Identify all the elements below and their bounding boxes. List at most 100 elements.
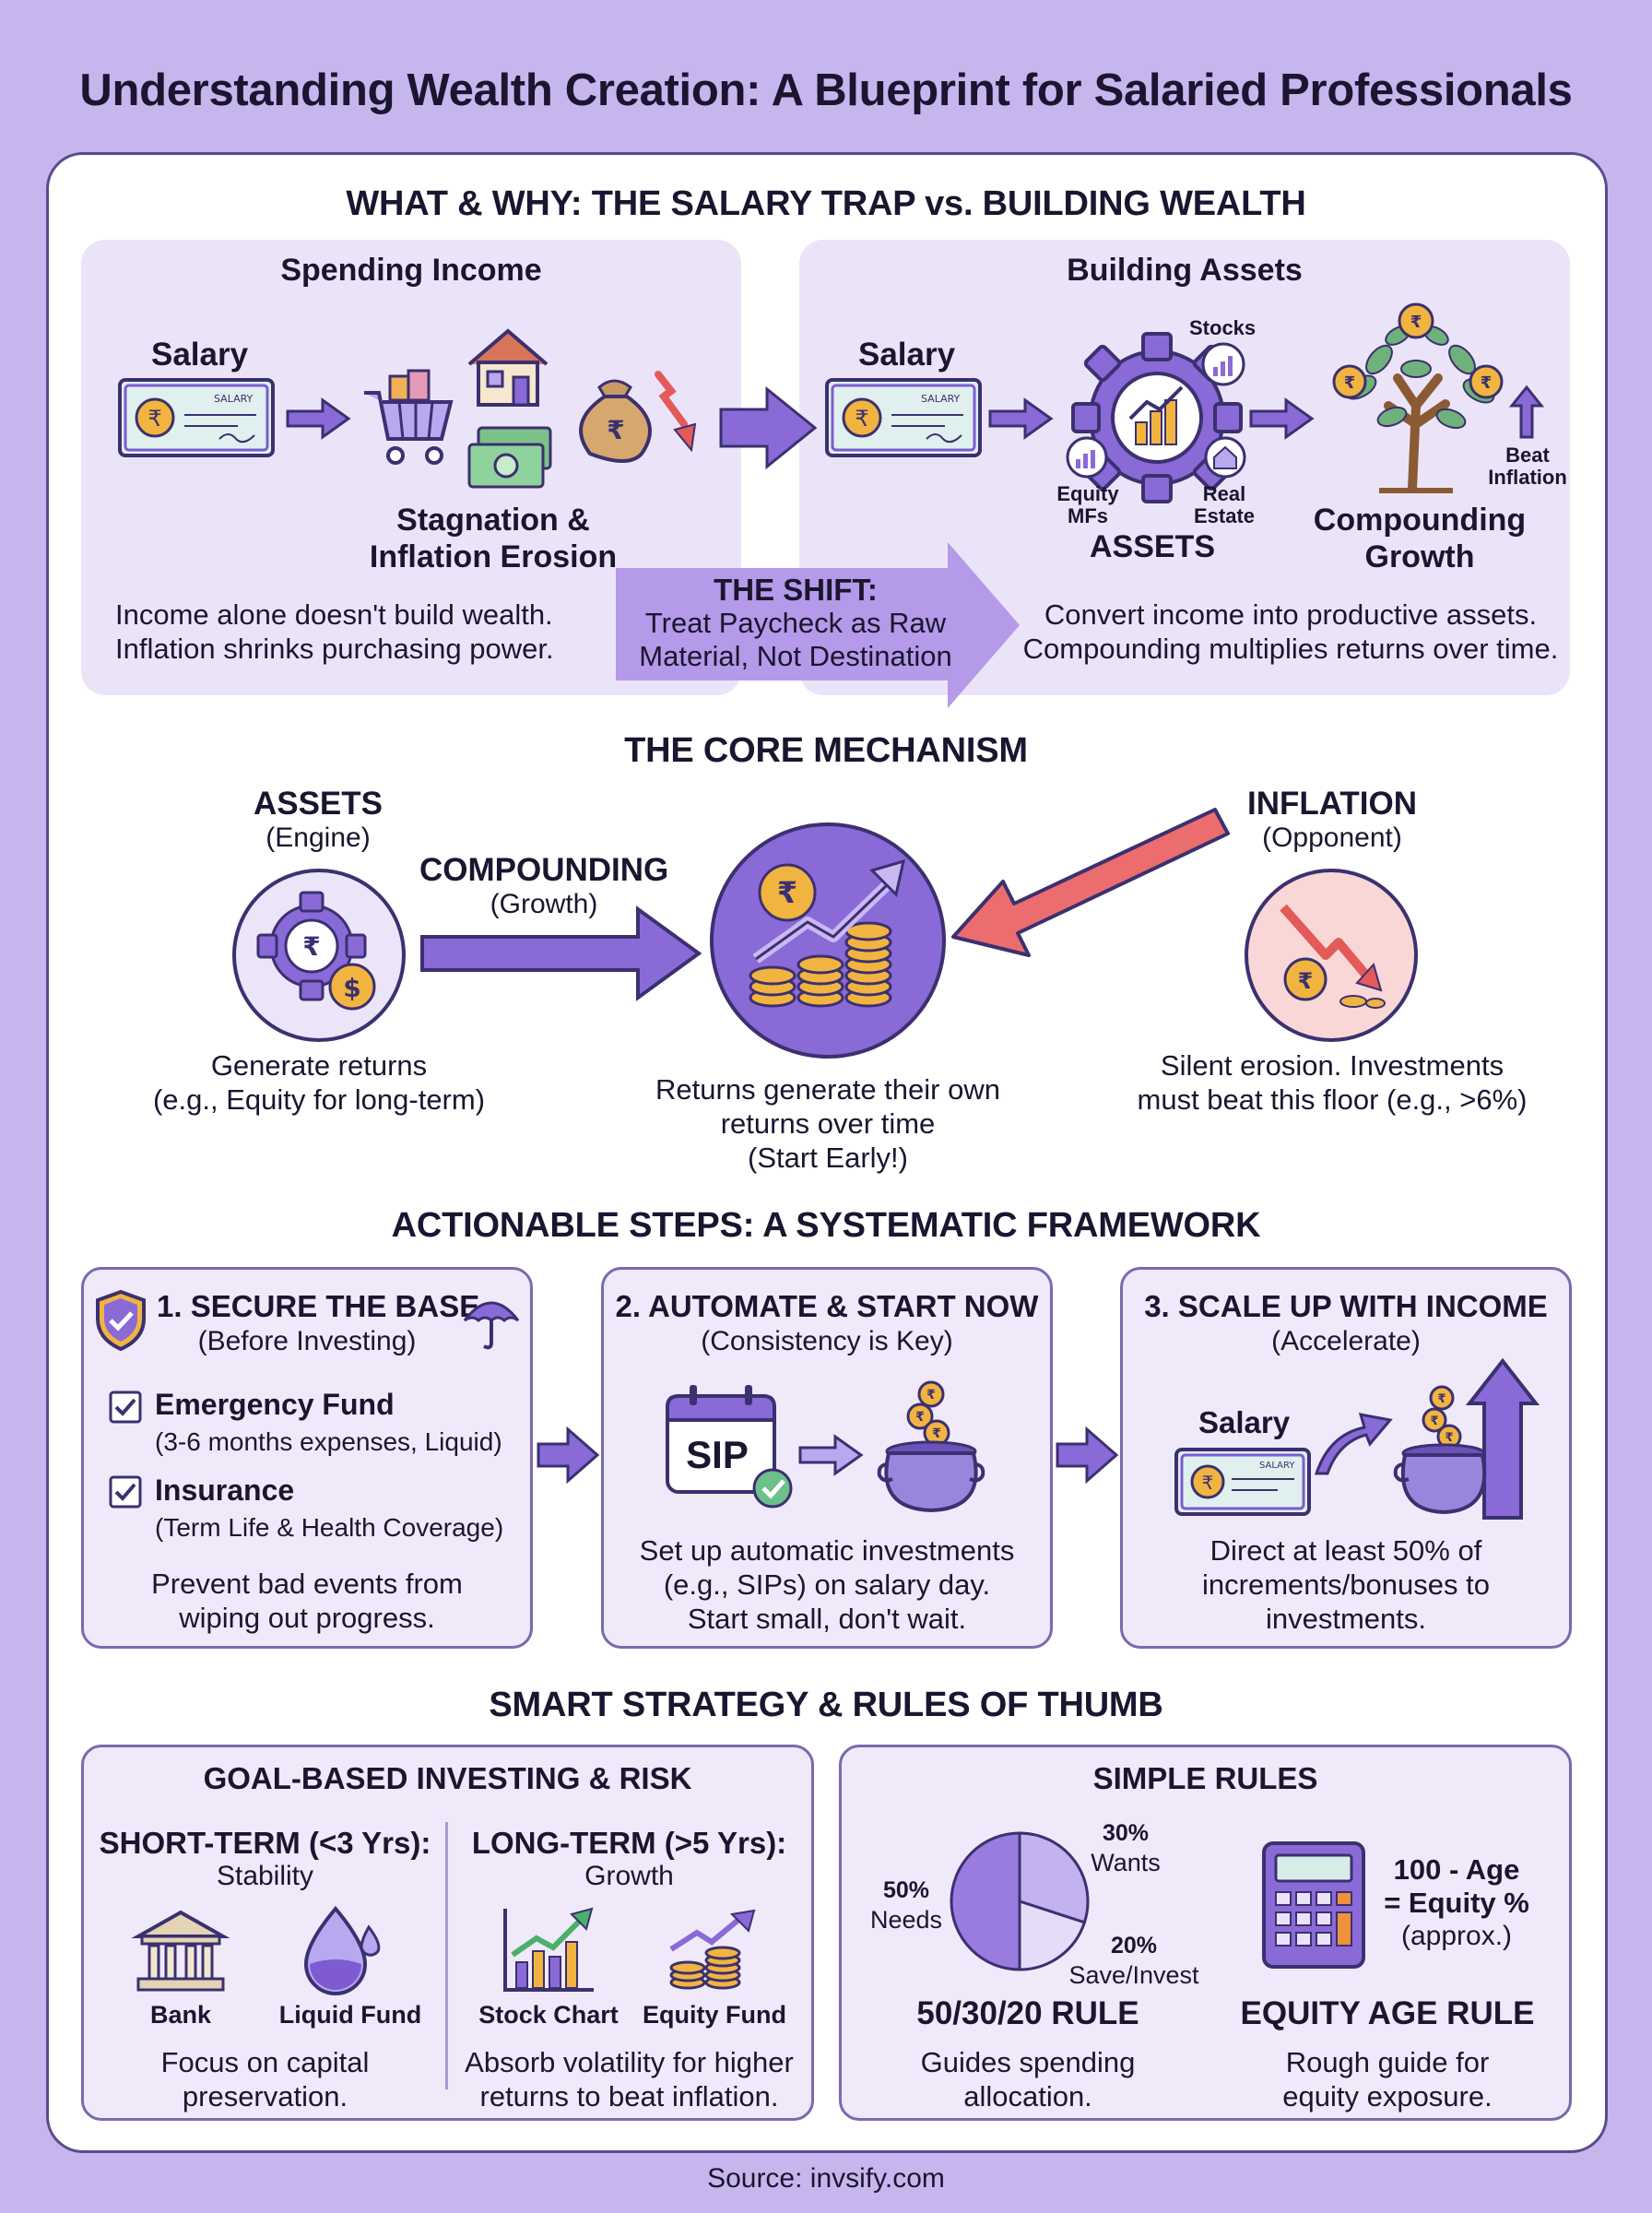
svg-text:₹: ₹: [1430, 1414, 1438, 1428]
source-credit: Source: invsify.com: [707, 2163, 945, 2194]
stocks-chart-icon: [1201, 342, 1245, 386]
svg-text:₹: ₹: [1298, 968, 1314, 994]
shift-arrow-shape: [616, 542, 1020, 708]
compounding-growth-icon: ₹: [710, 822, 946, 1059]
stock-chart-label: Stock Chart: [478, 2001, 619, 2029]
assets-engine-icon: ₹ $: [232, 869, 406, 1042]
step-2-desc: Set up automatic investments (e.g., SIPs…: [639, 1534, 1015, 1635]
rule-50-30-20-title: 50/30/20 RULE: [916, 1995, 1139, 2031]
curved-arrow-icon: [1314, 1413, 1393, 1475]
pie-slice-needs: [950, 1831, 1021, 1971]
liquid-fund-icon: [303, 1905, 381, 1995]
checkbox-icon: [109, 1475, 142, 1509]
stocks-label: Stocks: [1189, 316, 1257, 339]
svg-text:₹: ₹: [1437, 1392, 1446, 1406]
real-estate-icon: [1204, 436, 1246, 479]
assets-gear-icon: [1071, 332, 1243, 503]
salary-cheque-icon-right: ₹ SALARY: [825, 378, 982, 457]
svg-text:SALARY: SALARY: [921, 393, 961, 405]
step-2-title: 2. AUTOMATE & START NOW: [615, 1289, 1039, 1323]
step-1-desc: Prevent bad events from wiping out progr…: [151, 1568, 463, 1634]
equity-age-formula: 100 - Age = Equity % (approx.): [1384, 1853, 1529, 1951]
assets-label: ASSETS: [1089, 529, 1216, 564]
assets-engine-desc: Generate returns (e.g., Equity for long-…: [152, 1049, 486, 1116]
svg-text:₹: ₹: [148, 406, 161, 432]
inflation-title: INFLATION (Opponent): [1246, 786, 1418, 853]
goal-divider: [445, 1822, 448, 2089]
arrow-icon: [286, 397, 351, 440]
arrow-icon: [798, 1434, 864, 1476]
bank-label: Bank: [149, 2001, 212, 2029]
pie-slice-save-invest: [1018, 1899, 1087, 1971]
equity-age-rule-desc: Rough guide for equity exposure.: [1282, 2046, 1493, 2112]
compounding-arrow-icon: [420, 905, 702, 1001]
arrow-icon: [537, 1426, 600, 1485]
step-1-sub: (Before Investing): [197, 1326, 417, 1356]
stock-chart-icon: [503, 1907, 594, 1992]
money-pot-icon: ₹ ₹ ₹: [877, 1380, 985, 1513]
emergency-fund-label: Emergency Fund: [155, 1388, 395, 1421]
compounding-desc: Returns generate their own returns over …: [655, 1073, 1000, 1174]
arrow-icon: [1249, 397, 1315, 440]
budget-pie-chart: [950, 1831, 1090, 1971]
salary-label-step-3: Salary: [1198, 1405, 1291, 1439]
section-core-title: THE CORE MECHANISM: [624, 731, 1028, 770]
stagnation-label: Stagnation & Inflation Erosion: [369, 503, 618, 574]
calculator-icon: [1262, 1841, 1365, 1969]
assets-engine-title: ASSETS (Engine): [253, 786, 384, 853]
svg-text:SALARY: SALARY: [214, 393, 254, 405]
sip-calendar-icon: SIP: [666, 1385, 793, 1509]
svg-text:₹: ₹: [1481, 373, 1493, 393]
svg-text:₹: ₹: [932, 1426, 941, 1441]
salary-cheque-icon-step-3: ₹ SALARY: [1174, 1448, 1311, 1516]
page-title: Understanding Wealth Creation: A Bluepri…: [79, 65, 1573, 115]
short-term-title: SHORT-TERM (<3 Yrs): Stability: [99, 1826, 431, 1891]
liquid-fund-label: Liquid Fund: [278, 2001, 422, 2029]
svg-text:SALARY: SALARY: [1259, 1461, 1295, 1471]
arrow-icon: [988, 397, 1054, 440]
compounding-growth-label: Compounding Growth: [1313, 503, 1527, 574]
svg-text:₹: ₹: [926, 1388, 936, 1402]
equity-mf-icon: [1066, 436, 1108, 479]
insurance-label: Insurance: [155, 1473, 295, 1507]
equity-fund-icon: [669, 1909, 756, 1990]
bank-icon: [131, 1910, 230, 1992]
wants-label: 30% Wants: [1091, 1820, 1161, 1876]
compounding-title: COMPOUNDING (Growth): [419, 852, 669, 919]
insurance-desc: (Term Life & Health Coverage): [155, 1513, 504, 1542]
spending-income-desc: Income alone doesn't build wealth. Infla…: [115, 598, 554, 665]
shopping-cart-icon: [364, 369, 454, 465]
inflation-arrow-icon: [951, 808, 1230, 957]
salary-label-left: Salary: [151, 337, 249, 373]
pie-slice-wants: [1018, 1831, 1090, 1924]
equity-fund-label: Equity Fund: [643, 2001, 786, 2029]
svg-text:₹: ₹: [1410, 313, 1422, 332]
umbrella-icon: [463, 1301, 520, 1350]
svg-text:₹: ₹: [607, 415, 624, 445]
step-1-box: [81, 1267, 533, 1649]
section-steps-title: ACTIONABLE STEPS: A SYSTEMATIC FRAMEWORK: [391, 1206, 1261, 1245]
shift-text: THE SHIFT: Treat Paycheck as Raw Materia…: [639, 573, 952, 673]
salary-label-right: Salary: [858, 337, 956, 373]
svg-text:₹: ₹: [1344, 373, 1356, 393]
inflation-opponent-icon: ₹: [1245, 869, 1418, 1042]
svg-text:₹: ₹: [855, 406, 868, 432]
house-icon: [467, 328, 549, 407]
arrow-icon: [1056, 1426, 1119, 1485]
svg-text:₹: ₹: [1202, 1472, 1214, 1494]
money-bag-down-icon: ₹: [579, 371, 697, 463]
long-term-title: LONG-TERM (>5 Yrs): Growth: [471, 1826, 787, 1891]
save-invest-label: 20% Save/Invest: [1068, 1933, 1199, 1989]
svg-text:$: $: [343, 973, 360, 1003]
needs-label: 50% Needs: [869, 1877, 943, 1934]
simple-rules-heading: SIMPLE RULES: [1092, 1761, 1318, 1795]
step-1-title: 1. SECURE THE BASE: [157, 1289, 480, 1323]
goal-based-heading: GOAL-BASED INVESTING & RISK: [203, 1761, 692, 1795]
step-3-desc: Direct at least 50% of increments/bonuse…: [1202, 1534, 1490, 1635]
short-term-desc: Focus on capital preservation.: [160, 2046, 370, 2112]
long-term-desc: Absorb volatility for higher returns to …: [465, 2046, 794, 2112]
checkbox-icon: [109, 1391, 142, 1424]
shield-icon: [96, 1289, 146, 1352]
svg-text:₹: ₹: [302, 931, 320, 962]
